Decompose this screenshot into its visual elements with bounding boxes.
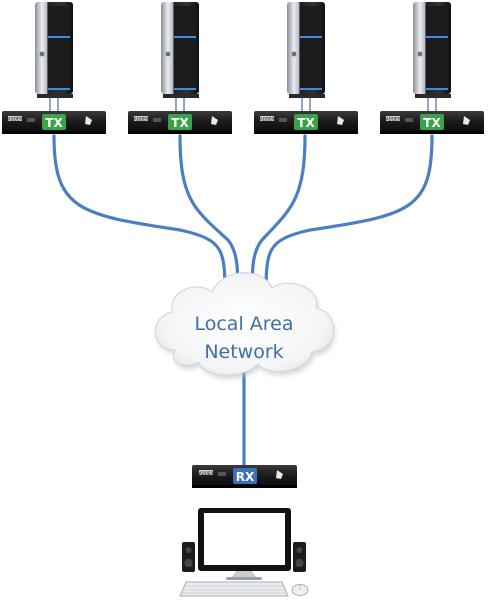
transmitter-station-1: ADDER TX xyxy=(2,2,106,134)
rx-logo-icon xyxy=(276,470,283,479)
tx-brand-text: ADDER xyxy=(134,117,148,122)
lan-cloud: Local Area Network xyxy=(154,272,336,380)
rx-port xyxy=(218,472,226,476)
tx-brand-label xyxy=(260,116,274,121)
rx-badge-label: RX xyxy=(236,470,255,484)
tower-pc-icon xyxy=(413,2,451,98)
cable-3 xyxy=(250,134,307,302)
rx-badge xyxy=(233,468,257,484)
workstation xyxy=(179,508,309,597)
transmitter-station-4: ADDER TX xyxy=(380,2,484,134)
tx-badge xyxy=(168,114,192,130)
transmitter-station-2: ADDER TX xyxy=(128,2,232,134)
tx-badge-label: TX xyxy=(297,116,315,130)
transmitter-group: ADDER TX ADDER TX ADDER TX ADDER TX xyxy=(2,2,484,134)
tx-badge-label: TX xyxy=(45,116,63,130)
rx-brand-label xyxy=(199,470,213,475)
tx-badge-label: TX xyxy=(423,116,441,130)
cloud-label-line1: Local Area xyxy=(194,313,293,335)
keyboard-icon xyxy=(179,581,289,597)
tx-logo-icon xyxy=(463,116,470,125)
tx-brand-label xyxy=(386,116,400,121)
cables xyxy=(52,134,434,467)
left-speaker-icon xyxy=(182,542,195,572)
tx-badge xyxy=(420,114,444,130)
tx-badge xyxy=(42,114,66,130)
tx-port xyxy=(27,118,35,122)
tower-pc-icon xyxy=(161,2,199,98)
tx-port xyxy=(405,118,413,122)
tx-port xyxy=(153,118,161,122)
transmitter-station-3: ADDER TX xyxy=(254,2,358,134)
right-speaker-icon xyxy=(293,542,306,572)
tx-brand-text: ADDER xyxy=(8,117,22,122)
tx-unit: ADDER TX xyxy=(128,111,232,134)
tx-brand-label xyxy=(134,116,148,121)
tx-badge xyxy=(294,114,318,130)
cable-4 xyxy=(264,134,434,302)
tx-brand-text: ADDER xyxy=(386,117,400,122)
tx-brand-text: ADDER xyxy=(260,117,274,122)
tx-badge-label: TX xyxy=(171,116,189,130)
rx-brand-text: ADDER xyxy=(199,471,213,476)
tower-pc-icon xyxy=(287,2,325,98)
tx-port xyxy=(279,118,287,122)
tx-unit: ADDER TX xyxy=(2,111,106,134)
tx-logo-icon xyxy=(85,116,92,125)
receiver-unit: ADDER RX xyxy=(192,465,297,488)
tx-unit: ADDER TX xyxy=(380,111,484,134)
tx-logo-icon xyxy=(211,116,218,125)
tx-logo-icon xyxy=(337,116,344,125)
cloud-shape xyxy=(154,272,334,376)
cable-1 xyxy=(52,134,227,302)
mouse-icon xyxy=(291,584,309,596)
tower-pc-icon xyxy=(35,2,73,98)
tx-unit: ADDER TX xyxy=(254,111,358,134)
cable-2 xyxy=(178,134,240,302)
cloud-label-line2: Network xyxy=(204,341,283,363)
tx-brand-label xyxy=(8,116,22,121)
